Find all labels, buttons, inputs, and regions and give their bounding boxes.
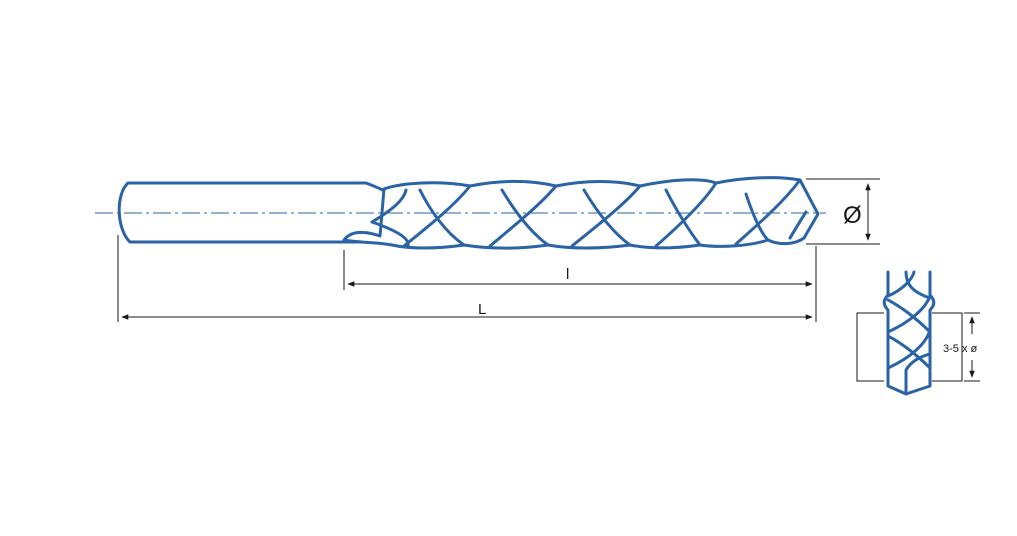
flute-1 — [370, 188, 408, 224]
drilling-depth-label: 3-5 x ø — [943, 343, 978, 355]
flute-length-label: l — [566, 266, 569, 283]
hole-outline — [856, 312, 963, 382]
small-flute-1 — [886, 270, 916, 298]
flute-4 — [418, 188, 466, 247]
small-flute-3 — [886, 328, 932, 370]
diameter-dimension: Ø — [806, 178, 880, 245]
flute-8 — [582, 188, 632, 247]
overall-length-label: L — [478, 301, 486, 318]
flute-length-dimension: l — [343, 246, 817, 290]
tip-flute — [788, 210, 808, 240]
flute-7 — [570, 184, 642, 248]
small-flute-5 — [886, 298, 932, 334]
flute-6 — [500, 188, 550, 247]
diameter-symbol: Ø — [843, 202, 862, 229]
small-flute-6 — [886, 334, 932, 370]
flute-9 — [654, 181, 718, 248]
drilling-depth-detail: 3-5 x ø — [856, 270, 980, 396]
small-drill — [882, 270, 936, 396]
flute-5 — [488, 184, 558, 248]
drill-bit — [117, 176, 820, 250]
overall-length-dimension: L — [117, 235, 817, 322]
flute-11 — [734, 178, 802, 246]
small-flute-7 — [904, 352, 932, 396]
small-flute-4 — [904, 270, 932, 300]
flute-12 — [744, 192, 770, 242]
flute-3 — [402, 184, 472, 248]
flute-10 — [664, 188, 702, 247]
